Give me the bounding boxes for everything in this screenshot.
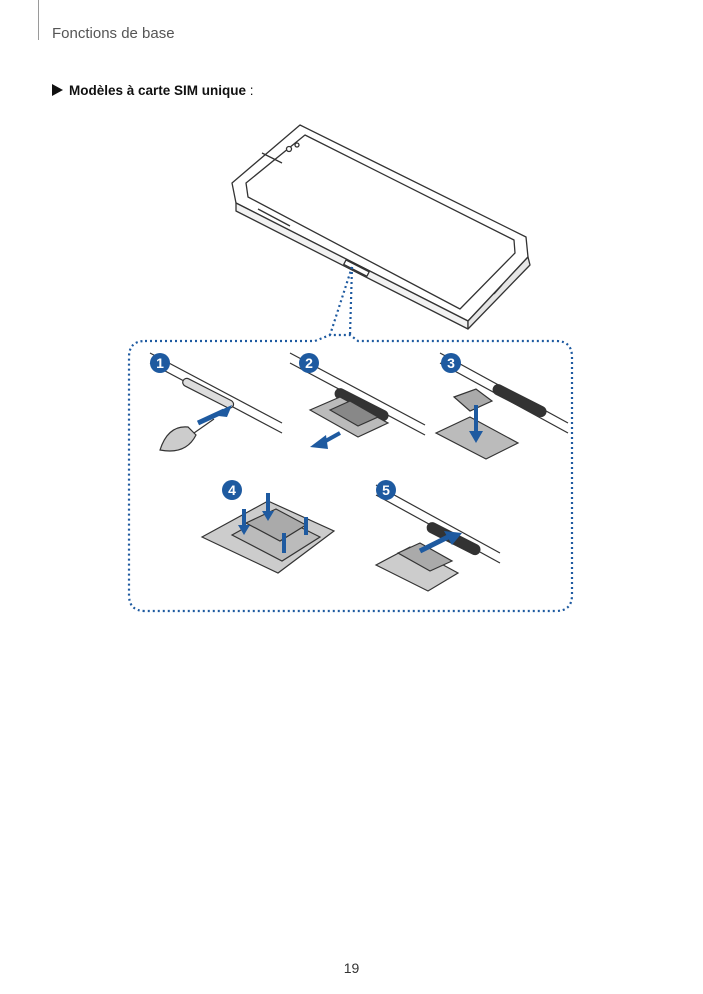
step-badge-2-number: 2 — [305, 355, 313, 371]
page-number: 19 — [343, 960, 360, 976]
step-2-illustration — [289, 352, 426, 449]
section-label-colon: : — [246, 83, 254, 98]
step-4-illustration — [200, 493, 336, 574]
step-3-illustration — [434, 352, 569, 460]
step-badge-3-number: 3 — [447, 355, 455, 371]
sim-insertion-figure: 1 2 3 4 5 — [127, 124, 574, 613]
step-5-illustration — [374, 484, 501, 592]
steps-panel-border — [127, 333, 574, 613]
section-label: Modèles à carte SIM unique : — [52, 83, 254, 98]
step-badge-4-number: 4 — [228, 482, 236, 498]
running-header: Fonctions de base — [52, 25, 175, 42]
phone-illustration — [231, 124, 531, 330]
callout-connector — [328, 266, 354, 336]
step-badge-4: 4 — [222, 480, 242, 500]
step-badge-5: 5 — [376, 480, 396, 500]
step-1-illustration — [149, 352, 283, 452]
margin-rule — [38, 0, 39, 40]
section-label-text: Modèles à carte SIM unique — [69, 83, 247, 98]
step-badge-2: 2 — [299, 353, 319, 373]
step-badge-1: 1 — [150, 353, 170, 373]
step-badge-3: 3 — [441, 353, 461, 373]
step-badge-5-number: 5 — [382, 482, 390, 498]
step-badge-1-number: 1 — [156, 355, 164, 371]
triangle-bullet-icon — [52, 84, 63, 96]
